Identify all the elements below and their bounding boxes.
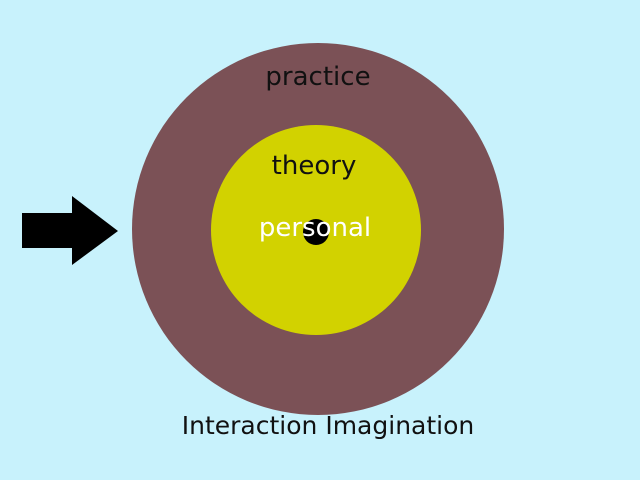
diagram-caption: Interaction Imagination (181, 411, 475, 440)
personal-label: personal (258, 213, 372, 243)
personal-center-dot (303, 219, 329, 245)
practice-label: practice (265, 62, 371, 92)
right-arrow-icon (22, 196, 118, 265)
theory-label: theory (271, 151, 357, 181)
